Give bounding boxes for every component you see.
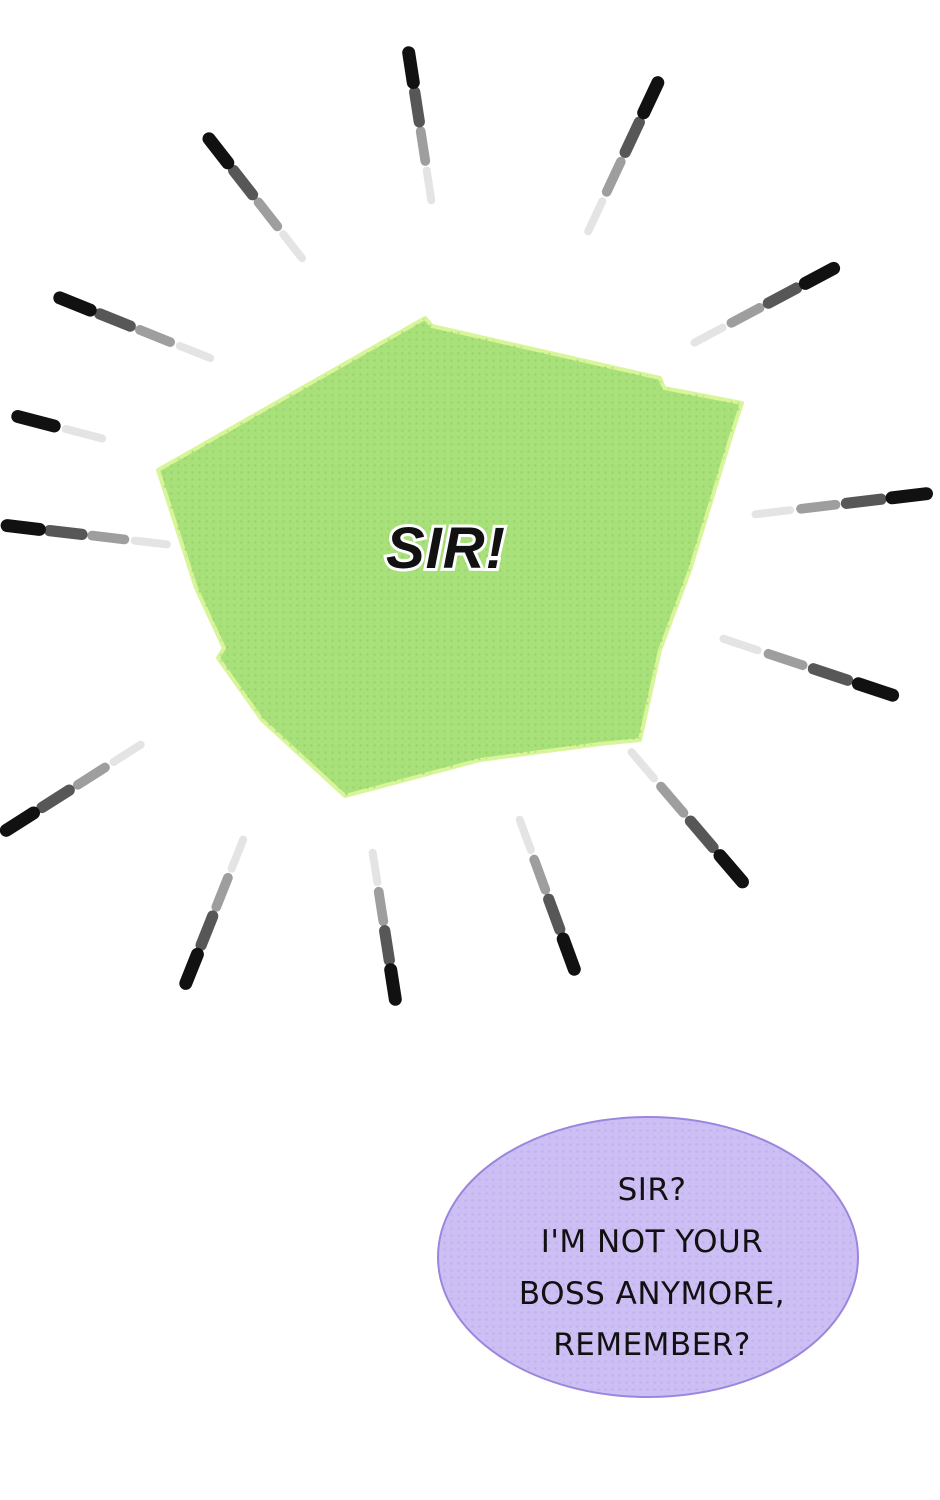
emphasis-burst-lines [0, 46, 933, 1006]
burst-dash-6 [619, 116, 645, 158]
burst-dash-18 [94, 308, 136, 332]
burst-dash-22 [130, 536, 171, 549]
burst-dash-30 [719, 634, 762, 655]
burst-dash-11 [202, 132, 235, 170]
burst-dash-53 [556, 932, 581, 976]
burst-dash-33 [851, 677, 900, 702]
burst-dash-42 [227, 835, 248, 873]
shout-text: SIR! [386, 516, 506, 581]
burst-dash-10 [228, 164, 259, 201]
burst-dash-7 [637, 76, 665, 120]
burst-dash-19 [53, 291, 97, 317]
speech-line-2: I'M NOT YOUR [541, 1224, 764, 1260]
burst-dash-31 [763, 648, 808, 671]
speech-bubble: SIR? I'M NOT YOUR BOSS ANYMORE, REMEMBER… [437, 1116, 859, 1398]
burst-dash-26 [751, 506, 794, 519]
burst-dash-51 [529, 854, 551, 895]
burst-dash-12 [690, 323, 727, 347]
burst-dash-43 [211, 872, 233, 912]
speech-line-3: BOSS ANYMORE, [519, 1276, 785, 1312]
burst-dash-25 [0, 519, 46, 536]
burst-dash-48 [379, 925, 395, 966]
burst-dash-27 [796, 499, 841, 514]
burst-dash-45 [179, 947, 204, 990]
burst-dash-28 [840, 493, 887, 509]
burst-dash-37 [0, 806, 40, 837]
burst-dash-21 [11, 410, 61, 433]
burst-dash-17 [134, 325, 176, 347]
speech-line-4: REMEMBER? [553, 1327, 751, 1363]
burst-dash-46 [368, 848, 382, 887]
burst-dash-3 [402, 46, 420, 89]
burst-dash-50 [515, 815, 535, 854]
burst-dash-23 [87, 530, 130, 545]
burst-dash-9 [253, 197, 283, 232]
burst-dash-16 [175, 341, 215, 363]
burst-dash-5 [601, 156, 626, 197]
burst-dash-40 [684, 815, 719, 854]
burst-dash-52 [543, 893, 566, 936]
burst-dash-2 [409, 86, 425, 128]
burst-dash-24 [43, 524, 88, 541]
burst-dash-44 [195, 910, 219, 951]
speech-bubble-halftone [440, 1119, 856, 1395]
burst-dash-15 [798, 261, 841, 290]
burst-dash-8 [279, 230, 306, 263]
burst-dash-20 [61, 425, 107, 443]
burst-dash-47 [373, 886, 389, 927]
burst-dash-29 [885, 487, 933, 505]
burst-dash-4 [584, 197, 607, 236]
burst-dash-39 [656, 781, 689, 818]
burst-dash-36 [36, 784, 75, 814]
shout-bubble-halftone [158, 318, 742, 796]
burst-dash-0 [422, 166, 436, 205]
burst-dash-13 [726, 303, 765, 328]
burst-dash-35 [72, 762, 110, 790]
speech-line-1: SIR? [618, 1172, 687, 1208]
burst-dash-49 [384, 963, 402, 1006]
burst-dash-38 [627, 748, 658, 783]
burst-dash-1 [415, 126, 431, 166]
burst-dash-32 [807, 663, 854, 686]
burst-dash-14 [762, 282, 803, 309]
burst-dash-34 [109, 740, 145, 766]
shout-bubble: SIR! [156, 316, 744, 798]
burst-dash-41 [713, 849, 749, 889]
